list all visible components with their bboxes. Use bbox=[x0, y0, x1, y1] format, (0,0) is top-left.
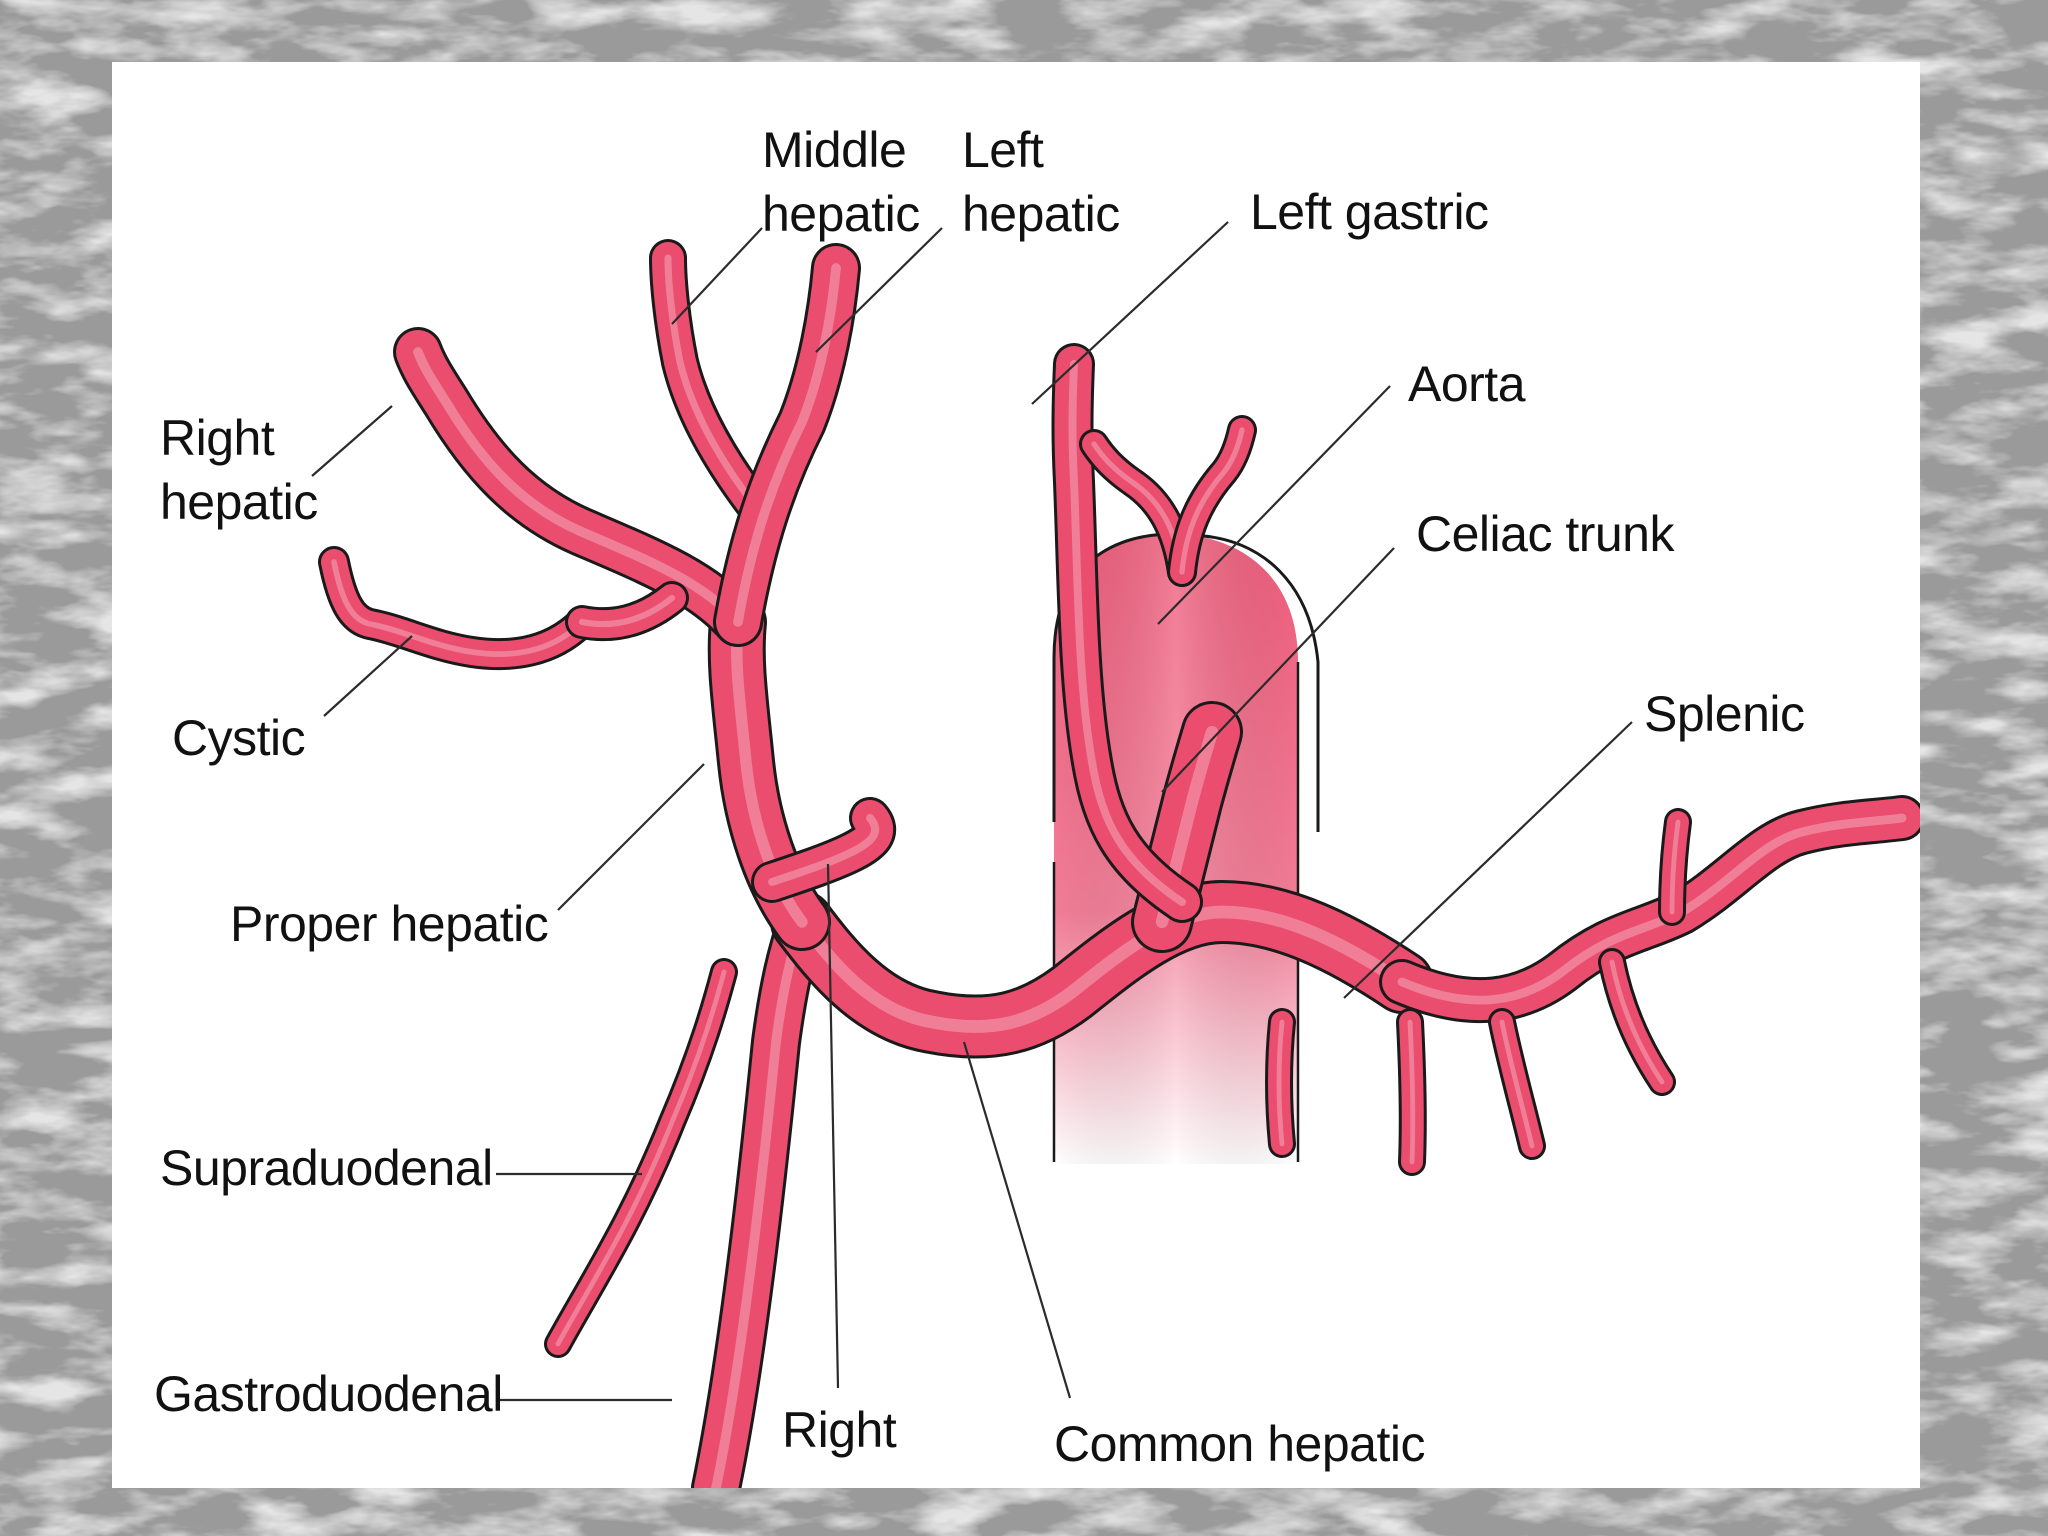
label-right-gastric: Right bbox=[782, 1402, 897, 1458]
label-right-hepatic: Right hepatic bbox=[160, 410, 318, 530]
label-left-gastric: Left gastric bbox=[1250, 184, 1489, 240]
vessel-splenic bbox=[1379, 795, 1920, 1024]
label-proper-hepatic: Proper hepatic bbox=[230, 896, 549, 952]
label-middle-hepatic: Middle hepatic bbox=[762, 122, 920, 242]
leader-right-hepatic bbox=[311, 405, 393, 477]
vessel-left-hepatic bbox=[713, 243, 861, 647]
leader-aorta bbox=[1157, 385, 1391, 625]
vessel-aorta-branch-right bbox=[1167, 415, 1257, 587]
label-common-hepatic: Common hepatic bbox=[1054, 1416, 1425, 1472]
label-cystic: Cystic bbox=[172, 710, 306, 766]
vessel-right-hepatic bbox=[393, 327, 763, 647]
leader-common-hepatic bbox=[962, 1041, 1072, 1399]
vessel-splenic-twig-2 bbox=[1396, 1008, 1427, 1176]
vessel-cystic bbox=[318, 546, 598, 671]
arteries bbox=[318, 239, 1920, 1488]
leader-left-gastric bbox=[1031, 221, 1229, 405]
label-aorta: Aorta bbox=[1408, 356, 1526, 412]
leader-celiac-trunk bbox=[1161, 547, 1395, 793]
vessel-splenic-twig-3 bbox=[1488, 1008, 1546, 1160]
celiac-trunk-diagram bbox=[311, 221, 1920, 1488]
vessel-supraduodenal bbox=[544, 958, 738, 1358]
vessel-cystic-link bbox=[565, 581, 689, 642]
vessel-left-gastric bbox=[1051, 343, 1203, 923]
vessel-right-gastric bbox=[751, 797, 897, 903]
label-splenic: Splenic bbox=[1644, 686, 1805, 742]
vessel-common-hepatic bbox=[770, 880, 1434, 1059]
vessel-splenic-twig-4 bbox=[1598, 948, 1676, 1096]
label-left-hepatic: Left hepatic bbox=[962, 122, 1120, 242]
leader-left-hepatic bbox=[815, 227, 943, 353]
leader-cystic bbox=[323, 635, 413, 717]
leader-splenic bbox=[1343, 721, 1633, 999]
vessel-splenic-twig-1 bbox=[1265, 1008, 1296, 1158]
leader-lines bbox=[311, 221, 1633, 1402]
vessel-gastroduodenal bbox=[691, 897, 827, 1488]
vessel-splenic-twig-5 bbox=[1658, 808, 1692, 926]
label-celiac-trunk: Celiac trunk bbox=[1416, 506, 1675, 562]
leader-proper-hepatic bbox=[557, 763, 705, 911]
diagram-panel: Middle hepatic Left hepatic Left gastric… bbox=[112, 62, 1920, 1488]
label-supraduodenal: Supraduodenal bbox=[160, 1140, 493, 1196]
leader-right-gastric bbox=[826, 863, 840, 1389]
vessel-middle-hepatic bbox=[649, 239, 771, 521]
label-gastroduodenal: Gastroduodenal bbox=[154, 1366, 503, 1422]
leader-middle-hepatic bbox=[671, 227, 763, 325]
